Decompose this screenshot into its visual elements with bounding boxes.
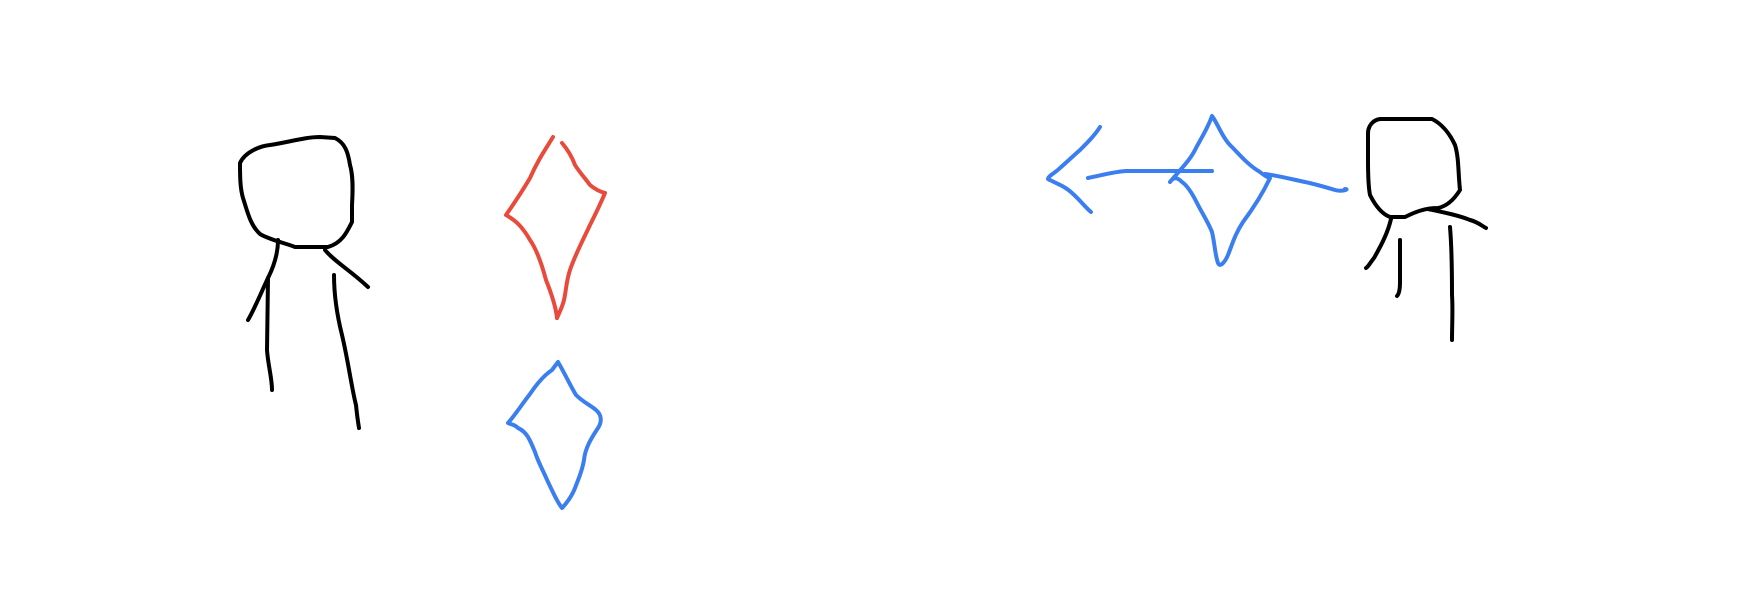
arrow-tail (1263, 172, 1349, 193)
red-gem-left-half (504, 135, 559, 320)
right-figure-right-arm (1426, 207, 1488, 230)
left-figure-left-arm (246, 276, 270, 322)
left-arrow (1046, 125, 1349, 214)
left-figure-body-right (332, 273, 361, 430)
red-gem (504, 135, 607, 320)
right-figure-head (1366, 117, 1462, 219)
star-outline (1168, 114, 1272, 267)
left-figure-head (238, 135, 355, 249)
thrown-gem-star (1168, 114, 1272, 267)
right-stick-figure (1364, 117, 1488, 342)
right-figure-body-right (1448, 225, 1455, 342)
blue-gem (506, 360, 603, 510)
arrow-shaft (1086, 169, 1214, 180)
left-figure-neck (266, 238, 280, 280)
blue-gem-outline (506, 360, 603, 510)
left-stick-figure (238, 135, 370, 430)
left-figure-right-arm (323, 248, 370, 289)
red-gem-right-half (555, 141, 607, 320)
right-figure-left-arm (1364, 217, 1393, 270)
left-figure-body-left (265, 276, 274, 392)
arrow-head (1046, 125, 1102, 214)
right-figure-body-left (1395, 238, 1402, 298)
